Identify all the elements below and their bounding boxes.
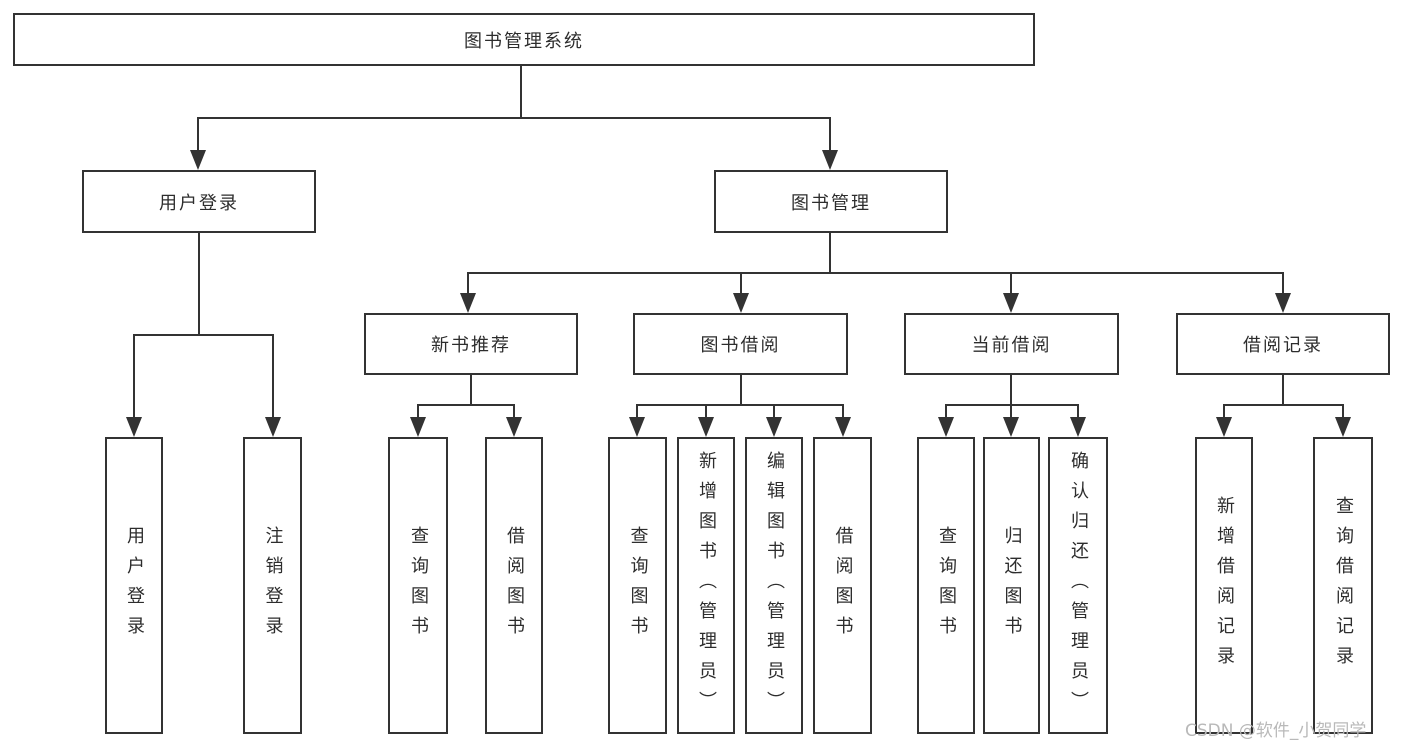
node-new-books-label: 新书推荐 — [431, 335, 511, 356]
watermark-text: CSDN @软件_小贺同学 — [1185, 721, 1367, 741]
connector-line — [740, 272, 742, 295]
arrow-down-icon — [190, 150, 206, 170]
arrow-down-icon — [938, 417, 954, 437]
connector-line — [197, 117, 831, 119]
connector-line — [1010, 404, 1012, 419]
leaf-current-return: 归还图书 — [983, 437, 1040, 734]
node-new-books: 新书推荐 — [364, 313, 578, 375]
node-root: 图书管理系统 — [13, 13, 1035, 66]
leaf-current-return-label: 归还图书 — [1001, 525, 1023, 646]
node-book-borrow-label: 图书借阅 — [700, 335, 781, 356]
arrow-down-icon — [698, 417, 714, 437]
connector-line — [636, 404, 844, 406]
node-current-borrow: 当前借阅 — [904, 313, 1119, 375]
leaf-records-query-label: 查询借阅记录 — [1333, 495, 1354, 676]
connector-line — [945, 404, 947, 419]
arrow-down-icon — [460, 293, 476, 313]
connector-line — [470, 375, 472, 406]
arrow-down-icon — [265, 417, 281, 437]
leaf-borrow-query-label: 查询图书 — [627, 525, 649, 646]
leaf-borrow-add: 新增图书（管理员） — [677, 437, 735, 734]
leaf-current-query: 查询图书 — [917, 437, 975, 734]
arrow-down-icon — [822, 150, 838, 170]
connector-line — [197, 117, 199, 152]
leaf-borrow-edit-label: 编辑图书（管理员） — [764, 450, 785, 721]
connector-line — [133, 334, 274, 336]
connector-line — [1010, 375, 1012, 406]
node-borrow-records-label: 借阅记录 — [1243, 335, 1323, 356]
leaf-user-login-label: 用户登录 — [124, 525, 145, 646]
connector-line — [198, 233, 200, 336]
connector-line — [705, 404, 707, 419]
arrow-down-icon — [1003, 417, 1019, 437]
node-user-login-label: 用户登录 — [159, 192, 239, 214]
leaf-borrow-query: 查询图书 — [608, 437, 667, 734]
leaf-current-confirm: 确认归还（管理员） — [1048, 437, 1108, 734]
leaf-records-add: 新增借阅记录 — [1195, 437, 1253, 734]
connector-line — [829, 117, 831, 152]
connector-line — [417, 404, 419, 419]
arrow-down-icon — [1335, 417, 1351, 437]
connector-line — [829, 233, 831, 274]
leaf-records-add-label: 新增借阅记录 — [1214, 495, 1235, 676]
arrow-down-icon — [733, 293, 749, 313]
connector-line — [773, 404, 775, 419]
node-user-login: 用户登录 — [82, 170, 316, 233]
leaf-borrow-borrow: 借阅图书 — [813, 437, 872, 734]
connector-line — [1282, 375, 1284, 406]
node-book-mgmt: 图书管理 — [714, 170, 948, 233]
connector-line — [1282, 272, 1284, 295]
connector-line — [1010, 272, 1012, 295]
node-root-label: 图书管理系统 — [464, 30, 584, 52]
arrow-down-icon — [766, 417, 782, 437]
arrow-down-icon — [1070, 417, 1086, 437]
leaf-current-confirm-label: 确认归还（管理员） — [1068, 450, 1089, 721]
connector-line — [945, 404, 1079, 406]
leaf-newbooks-query: 查询图书 — [388, 437, 448, 734]
leaf-current-query-label: 查询图书 — [936, 525, 957, 646]
leaf-borrow-edit: 编辑图书（管理员） — [745, 437, 803, 734]
arrow-down-icon — [1275, 293, 1291, 313]
connector-line — [1342, 404, 1344, 419]
leaf-records-query: 查询借阅记录 — [1313, 437, 1373, 734]
node-book-mgmt-label: 图书管理 — [791, 192, 871, 214]
connector-line — [1077, 404, 1079, 419]
connector-line — [842, 404, 844, 419]
connector-line — [467, 272, 1283, 274]
connector-line — [417, 404, 515, 406]
arrow-down-icon — [126, 417, 142, 437]
leaf-newbooks-borrow-label: 借阅图书 — [504, 525, 525, 646]
arrow-down-icon — [1216, 417, 1232, 437]
connector-line — [1223, 404, 1344, 406]
node-borrow-records: 借阅记录 — [1176, 313, 1390, 375]
arrow-down-icon — [410, 417, 426, 437]
connector-line — [272, 334, 274, 419]
leaf-logout-label: 注销登录 — [262, 525, 284, 646]
leaf-borrow-borrow-label: 借阅图书 — [832, 525, 854, 646]
leaf-borrow-add-label: 新增图书（管理员） — [696, 450, 717, 721]
node-book-borrow: 图书借阅 — [633, 313, 848, 375]
connector-line — [520, 66, 522, 119]
leaf-logout: 注销登录 — [243, 437, 302, 734]
leaf-newbooks-query-label: 查询图书 — [408, 525, 429, 646]
arrow-down-icon — [629, 417, 645, 437]
node-current-borrow-label: 当前借阅 — [971, 335, 1052, 356]
connector-line — [1223, 404, 1225, 419]
connector-line — [740, 375, 742, 406]
arrow-down-icon — [1003, 293, 1019, 313]
connector-line — [467, 272, 469, 295]
connector-line — [513, 404, 515, 419]
leaf-user-login: 用户登录 — [105, 437, 163, 734]
arrow-down-icon — [835, 417, 851, 437]
connector-line — [636, 404, 638, 419]
arrow-down-icon — [506, 417, 522, 437]
connector-line — [133, 334, 135, 419]
leaf-newbooks-borrow: 借阅图书 — [485, 437, 543, 734]
